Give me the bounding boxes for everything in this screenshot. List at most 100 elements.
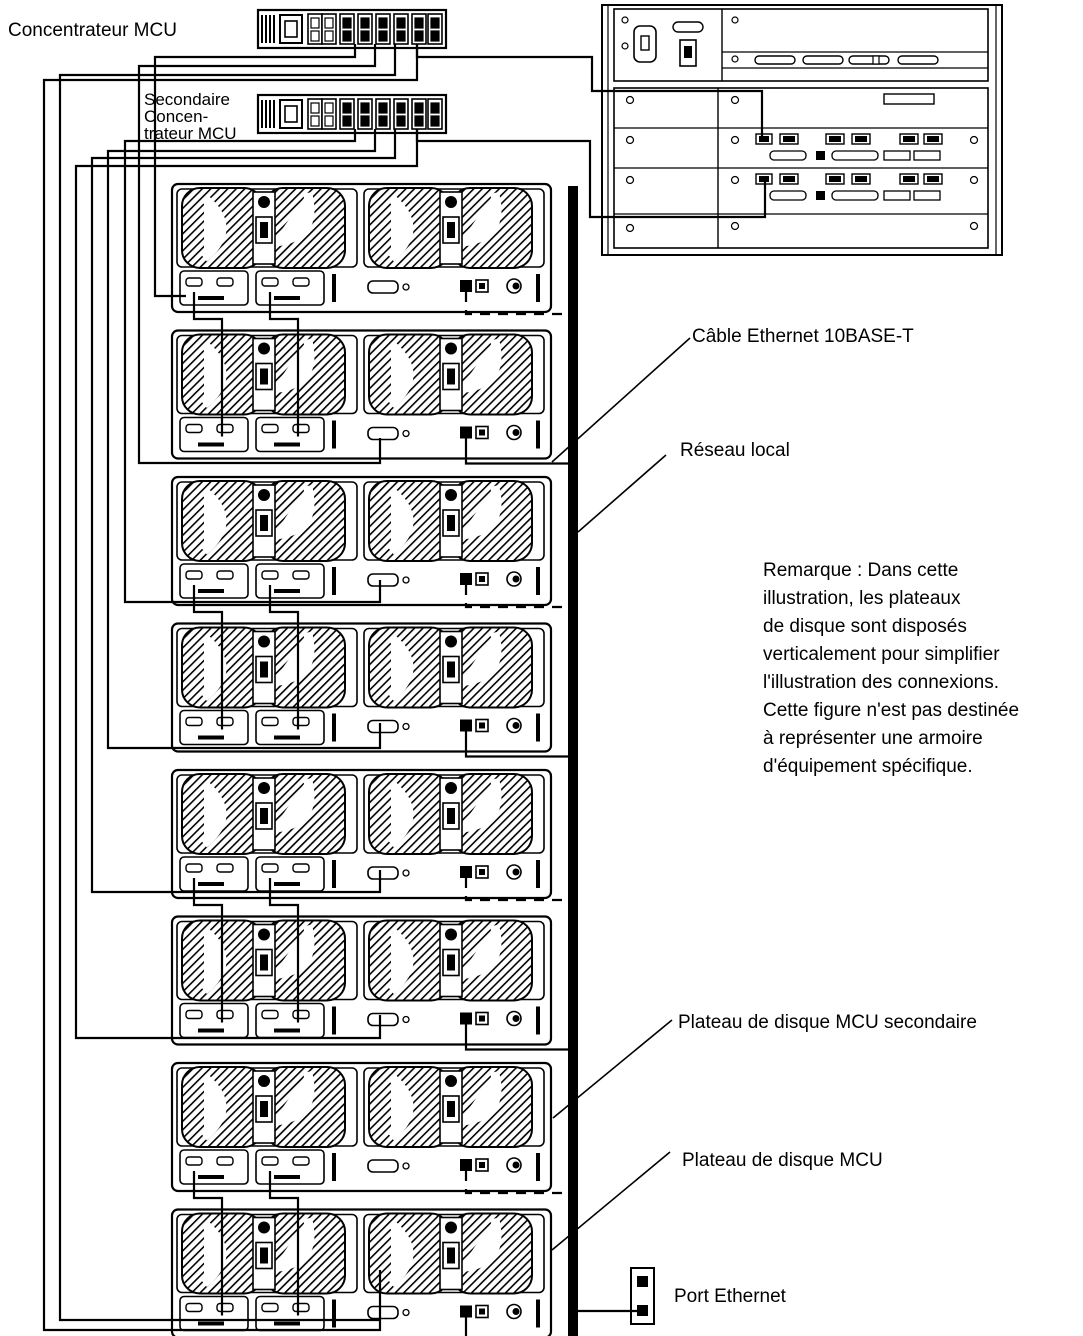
scsi-port-icon: [216, 1302, 234, 1313]
mcu-tray-label: Plateau de disque MCU: [682, 1150, 883, 1171]
note-line: à représenter une armoire: [763, 728, 983, 749]
mcu-concentrator: [256, 8, 448, 50]
ethernet-jack-icon: [460, 719, 472, 732]
scsi-port-icon: [292, 423, 310, 434]
scsi-port-icon: [261, 1156, 279, 1166]
leader-lines: [551, 337, 691, 1251]
scsi-port-icon: [292, 863, 310, 873]
scsi-port-icon: [292, 570, 310, 580]
secondary-concentrator-label-3: trateur MCU: [144, 124, 237, 143]
cable: [90, 129, 397, 894]
scsi-port-icon: [216, 423, 234, 434]
scsi-port-icon: [292, 1302, 310, 1313]
cable: [74, 129, 419, 1040]
serial-port-icon: [367, 1159, 399, 1173]
cable: [268, 292, 300, 437]
power-switch-icon: [258, 196, 270, 208]
note-text: Remarque : Dans cette illustration, les …: [763, 557, 1083, 781]
ethernet-jack-icon: [460, 1012, 472, 1025]
cable: [464, 878, 568, 902]
cable: [464, 731, 568, 758]
note-line: illustration, les plateaux: [763, 588, 961, 609]
disk-tray: [170, 768, 553, 900]
power-switch-icon: [258, 1221, 270, 1234]
scsi-port-icon: [185, 423, 203, 434]
scsi-port-icon: [292, 1156, 310, 1166]
cable: [464, 1024, 568, 1051]
cable: [123, 129, 382, 604]
disk-trays: [170, 182, 553, 1336]
disk-tray: [170, 1208, 553, 1336]
local-network-bar: [568, 186, 578, 1336]
scsi-port-icon: [216, 1009, 234, 1020]
power-switch-icon: [258, 1075, 270, 1087]
cable: [464, 438, 568, 465]
power-switch-icon: [258, 635, 270, 648]
scsi-port-icon: [261, 570, 279, 580]
serial-port-icon: [367, 280, 399, 294]
ethernet-jack-icon: [460, 1159, 472, 1171]
note-line: l'illustration des connexions.: [763, 672, 999, 693]
ethernet-jack-icon: [460, 573, 472, 585]
scsi-port-icon: [185, 277, 203, 287]
cable: [137, 44, 382, 465]
scsi-port-icon: [185, 570, 203, 580]
cable: [464, 1317, 468, 1336]
serial-port-icon: [367, 1305, 399, 1320]
cable: [415, 44, 764, 140]
scsi-port-icon: [292, 1009, 310, 1020]
power-switch-icon: [445, 1221, 457, 1234]
note-line: Remarque : Dans cette: [763, 560, 959, 581]
scsi-port-icon: [216, 277, 234, 287]
note-line: Cette figure n'est pas destinée: [763, 700, 1020, 721]
secondary-mcu-concentrator: [256, 93, 448, 135]
scsi-port-icon: [185, 1156, 203, 1166]
power-switch-icon: [258, 782, 270, 794]
cable: [42, 44, 419, 1332]
disk-tray: [170, 915, 553, 1046]
power-switch-icon: [258, 489, 270, 501]
scsi-port-icon: [261, 863, 279, 873]
cable: [153, 44, 357, 298]
scsi-port-icon: [261, 277, 279, 287]
cable: [192, 1171, 224, 1316]
scsi-port-icon: [216, 716, 234, 727]
secondary-concentrator-label-1: Secondaire: [144, 90, 231, 109]
scsi-port-icon: [261, 1009, 279, 1020]
concentrator-label: Concentrateur MCU: [8, 20, 177, 41]
cables: [42, 44, 767, 1336]
scsi-port-icon: [185, 1302, 203, 1313]
scsi-port-icon: [261, 1302, 279, 1313]
scsi-port-icon: [185, 863, 203, 873]
local-network-label: Réseau local: [680, 440, 790, 461]
cable: [106, 129, 382, 750]
scsi-port-icon: [216, 570, 234, 580]
serial-port-icon: [367, 573, 399, 587]
serial-port-icon: [367, 426, 399, 441]
disk-tray: [170, 622, 553, 753]
scsi-port-icon: [216, 1156, 234, 1166]
cable: [192, 292, 224, 437]
secondary-concentrator-label-2: Concen-: [144, 107, 209, 126]
scsi-port-icon: [185, 716, 203, 727]
cable: [464, 585, 568, 609]
cable: [192, 878, 224, 1023]
scsi-port-icon: [292, 277, 310, 287]
note-line: de disque sont disposés: [763, 616, 967, 637]
secondary-tray-label: Plateau de disque MCU secondaire: [678, 1012, 977, 1033]
power-switch-icon: [445, 928, 457, 941]
scsi-port-icon: [185, 1009, 203, 1020]
ethernet-jack-icon: [460, 1305, 472, 1318]
cable: [464, 1171, 568, 1195]
serial-port-icon: [367, 719, 399, 734]
power-switch-icon: [445, 196, 457, 208]
power-switch-icon: [445, 1075, 457, 1087]
cable: [268, 1171, 300, 1316]
cable: [464, 292, 568, 316]
serial-port-icon: [367, 866, 399, 880]
disk-tray: [170, 475, 553, 607]
serial-port-icon: [367, 1012, 399, 1027]
ethernet-jack-icon: [460, 280, 472, 292]
disk-tray: [170, 1061, 553, 1193]
